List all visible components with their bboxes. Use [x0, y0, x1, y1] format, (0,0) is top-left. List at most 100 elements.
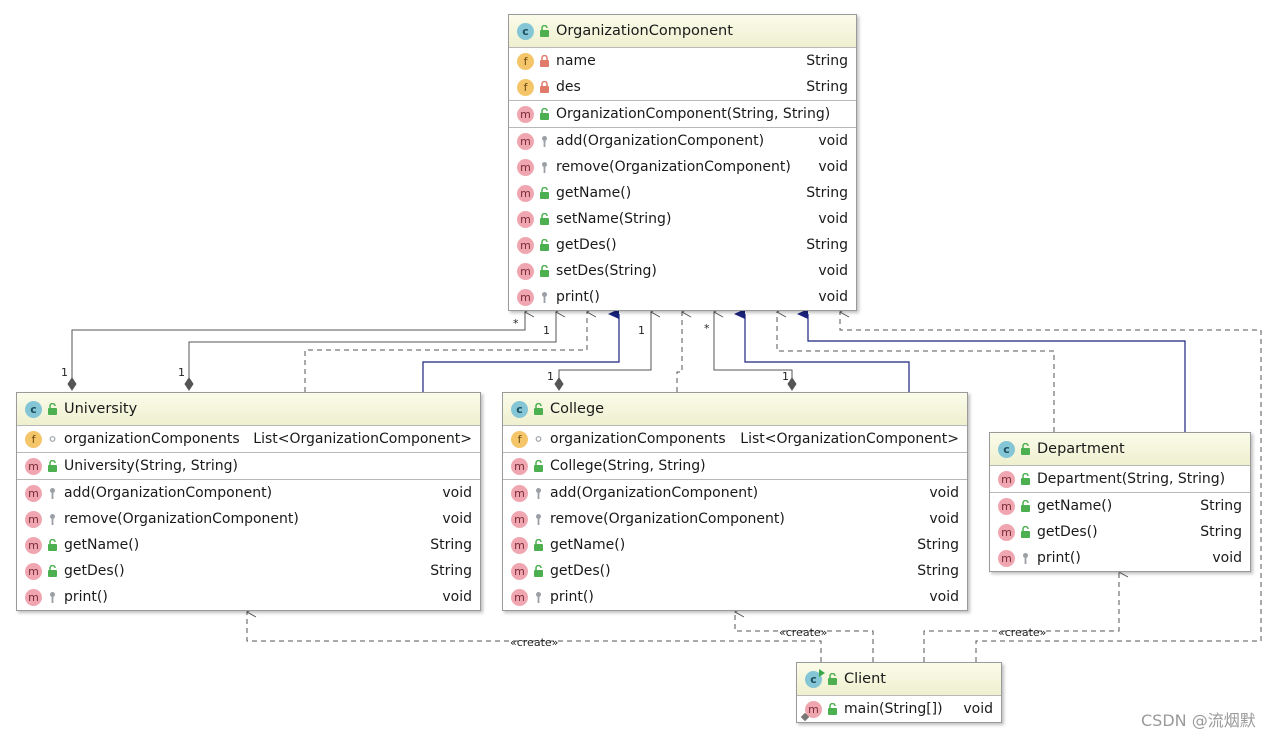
- method-icon: m: [25, 457, 42, 475]
- generalization-college: [734, 309, 910, 392]
- method-icon: m: [998, 549, 1015, 567]
- field-name: name: [556, 53, 596, 69]
- method-signature: getName(): [1037, 498, 1113, 514]
- method-icon: m: [998, 470, 1015, 488]
- aggregation-university-many: [67, 312, 525, 391]
- return-type: void: [818, 289, 848, 305]
- method-signature: Department(String, String): [1037, 471, 1226, 487]
- method-icon: m: [517, 262, 534, 280]
- method-icon: m: [517, 105, 534, 123]
- multiplicity-label: 1: [61, 366, 68, 379]
- method-icon: m: [998, 497, 1015, 515]
- method-row-setname-string[interactable]: m setName(String) void: [509, 206, 856, 232]
- dependency-university-component: [304, 312, 587, 392]
- class-header[interactable]: c University: [17, 393, 480, 426]
- method-signature: remove(OrganizationComponent): [64, 511, 299, 527]
- protected-visibility-icon: [534, 135, 550, 147]
- method-icon: m: [25, 510, 42, 528]
- method-signature: setName(String): [556, 211, 672, 227]
- method-icon: m: [25, 484, 42, 502]
- method-signature: getDes(): [1037, 524, 1098, 540]
- dependency-college-component: [676, 312, 682, 392]
- return-type: String: [1200, 498, 1242, 514]
- private-visibility-icon: [534, 81, 550, 93]
- public-visibility-icon: [1015, 526, 1031, 538]
- public-visibility-icon: [42, 539, 58, 551]
- constructors-section: m Department(String, String): [990, 466, 1250, 493]
- multiplicity-label: *: [704, 322, 710, 335]
- return-type: void: [818, 159, 848, 175]
- method-icon: m: [517, 210, 534, 228]
- public-visibility-icon: [528, 565, 544, 577]
- generalization-department: [797, 309, 1186, 432]
- method-signature: print(): [64, 589, 108, 605]
- return-type: void: [818, 211, 848, 227]
- method-signature: remove(OrganizationComponent): [556, 159, 791, 175]
- return-type: void: [442, 485, 472, 501]
- public-visibility-icon: [42, 460, 58, 472]
- method-row-getname[interactable]: m getName() String: [990, 493, 1250, 519]
- return-type: String: [1200, 524, 1242, 540]
- multiplicity-label: 1: [782, 370, 789, 383]
- return-type: String: [806, 185, 848, 201]
- class-name: University: [64, 401, 138, 417]
- create-stereotype-label: «create»: [510, 636, 559, 649]
- public-visibility-icon: [1015, 473, 1031, 485]
- method-signature: getName(): [550, 537, 626, 553]
- method-icon: m: [511, 510, 528, 528]
- protected-visibility-icon: [42, 513, 58, 525]
- return-type: String: [917, 537, 959, 553]
- method-row-department-string-string[interactable]: m Department(String, String): [990, 466, 1250, 492]
- public-visibility-icon: [528, 403, 544, 415]
- dependency-department-component: [777, 312, 1055, 432]
- create-client-university: [247, 612, 822, 662]
- private-visibility-icon: [534, 55, 550, 67]
- class-icon: c: [25, 400, 42, 418]
- dependency-client-component: [840, 312, 1262, 662]
- public-visibility-icon: [528, 460, 544, 472]
- multiplicity-label: 1: [547, 370, 554, 383]
- protected-visibility-icon: [528, 487, 544, 499]
- class-name: College: [550, 401, 605, 417]
- class-icon: c: [517, 22, 534, 40]
- public-visibility-icon: [42, 565, 58, 577]
